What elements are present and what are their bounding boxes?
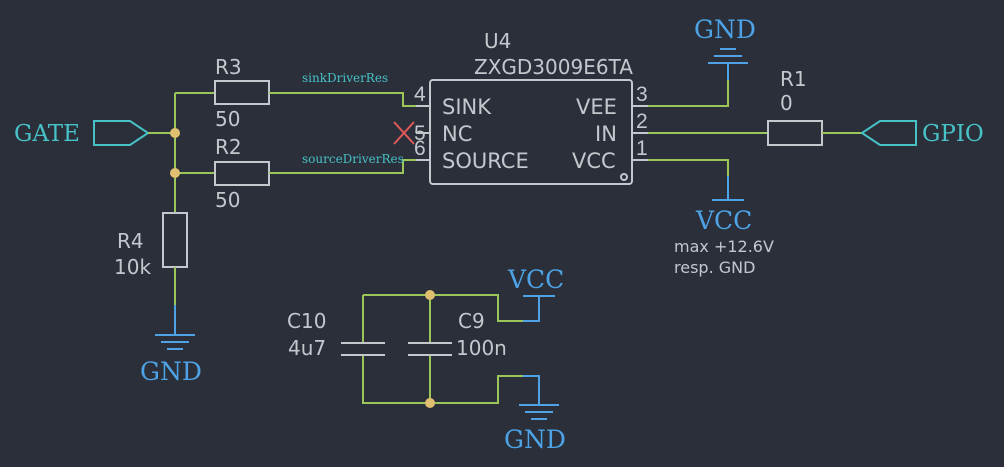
note-line-1: max +12.6V bbox=[674, 237, 774, 256]
resistor-r4-body bbox=[162, 212, 188, 268]
ic-u4[interactable]: U4 ZXGD3009E6TA 4 SINK 5 NC 6 SOURCE 3 V… bbox=[414, 29, 648, 185]
capacitor-c9-value: 100n bbox=[456, 336, 507, 360]
wire-cap-bottom-rail[interactable] bbox=[362, 355, 523, 404]
gnd-caps-label: GND bbox=[504, 425, 566, 454]
resistor-r1-value: 0 bbox=[780, 91, 793, 115]
junction-r2 bbox=[170, 168, 180, 178]
resistor-r3[interactable]: R3 50 bbox=[214, 55, 270, 131]
ic-left-pin-leads bbox=[416, 105, 430, 161]
gpio-port-shape bbox=[860, 120, 917, 146]
ic-pin-3-num: 3 bbox=[636, 83, 648, 106]
junction-gate bbox=[170, 128, 180, 138]
capacitor-c10-value: 4u7 bbox=[288, 336, 326, 360]
gnd-left-symbol[interactable]: GND bbox=[140, 334, 202, 386]
wire-vcc-caps[interactable] bbox=[523, 296, 540, 322]
gnd-icon bbox=[155, 334, 195, 350]
resistor-r2-ref: R2 bbox=[215, 135, 242, 159]
gate-port[interactable]: GATE bbox=[14, 120, 150, 147]
ic-pin-4-num: 4 bbox=[414, 83, 426, 106]
vcc-caps-label: VCC bbox=[507, 265, 564, 294]
ic-pin-6-name: SOURCE bbox=[442, 149, 529, 173]
gpio-port-label: GPIO bbox=[922, 121, 984, 147]
junction-cap-top bbox=[425, 290, 435, 300]
wire-source-net[interactable] bbox=[269, 159, 416, 174]
wire-vee[interactable] bbox=[648, 80, 729, 107]
resistor-r2-value: 50 bbox=[215, 188, 240, 212]
resistor-r3-ref: R3 bbox=[215, 55, 242, 79]
wire-gnd-caps[interactable] bbox=[523, 375, 540, 405]
net-label-sink: sinkDriverRes bbox=[302, 71, 388, 85]
vcc-right-label: VCC bbox=[695, 206, 752, 235]
wire-cap-top-rail[interactable] bbox=[363, 294, 523, 322]
ic-value: ZXGD3009E6TA bbox=[474, 55, 633, 79]
capacitor-c9[interactable]: C9 100n bbox=[408, 309, 507, 360]
wire-vcc[interactable] bbox=[648, 159, 729, 176]
capacitor-c10-plates bbox=[341, 342, 385, 356]
ic-pin-5-name: NC bbox=[442, 122, 472, 146]
ic-pin-4-name: SINK bbox=[442, 95, 492, 119]
ic-ref: U4 bbox=[484, 29, 511, 53]
gnd-caps-symbol[interactable]: GND bbox=[504, 404, 566, 454]
capacitor-c10[interactable]: C10 4u7 bbox=[287, 309, 385, 360]
capacitor-c9-plates bbox=[408, 342, 452, 356]
gnd-top-symbol[interactable]: GND bbox=[694, 15, 756, 64]
gate-port-shape bbox=[93, 120, 150, 146]
wire-sink-net[interactable] bbox=[269, 92, 416, 107]
resistor-r4-ref: R4 bbox=[117, 229, 144, 253]
ic-right-pin-leads bbox=[632, 105, 648, 161]
resistor-r1-ref: R1 bbox=[780, 67, 807, 91]
gate-port-label: GATE bbox=[14, 121, 80, 147]
gnd-icon bbox=[708, 48, 748, 64]
resistor-r3-value: 50 bbox=[215, 107, 240, 131]
resistor-r2-body bbox=[214, 161, 270, 186]
note-line-2: resp. GND bbox=[674, 258, 755, 277]
capacitor-c9-ref: C9 bbox=[458, 309, 485, 333]
ic-pin-1-num: 1 bbox=[636, 137, 648, 160]
ic-pin-6-num: 6 bbox=[414, 137, 426, 160]
net-label-source: sourceDriverRes bbox=[302, 152, 404, 166]
gpio-port[interactable]: GPIO bbox=[860, 120, 984, 147]
gnd-icon bbox=[519, 404, 559, 420]
resistor-r4[interactable]: R4 10k bbox=[114, 212, 188, 279]
ic-pin-1-name: VCC bbox=[572, 149, 616, 173]
no-connect-icon bbox=[393, 121, 415, 145]
gnd-left-label: GND bbox=[140, 357, 202, 386]
gnd-top-label: GND bbox=[694, 15, 756, 44]
ic-pin-2-name: IN bbox=[595, 122, 617, 146]
ic-pin1-marker bbox=[620, 173, 628, 181]
ic-pin-5-num: 5 bbox=[414, 122, 426, 145]
vcc-caps-symbol[interactable]: VCC bbox=[507, 265, 564, 297]
resistor-r4-value: 10k bbox=[114, 255, 151, 279]
ic-pin-2-num: 2 bbox=[636, 110, 648, 133]
resistor-r1[interactable]: R1 0 bbox=[767, 67, 823, 146]
resistor-r3-body bbox=[214, 80, 270, 105]
capacitor-c10-ref: C10 bbox=[287, 309, 326, 333]
resistor-r2[interactable]: R2 50 bbox=[214, 135, 270, 212]
resistor-r1-body bbox=[767, 120, 823, 146]
ic-pin-3-name: VEE bbox=[576, 95, 617, 119]
junction-cap-bottom bbox=[425, 398, 435, 408]
vcc-right-symbol[interactable]: VCC bbox=[695, 199, 752, 235]
